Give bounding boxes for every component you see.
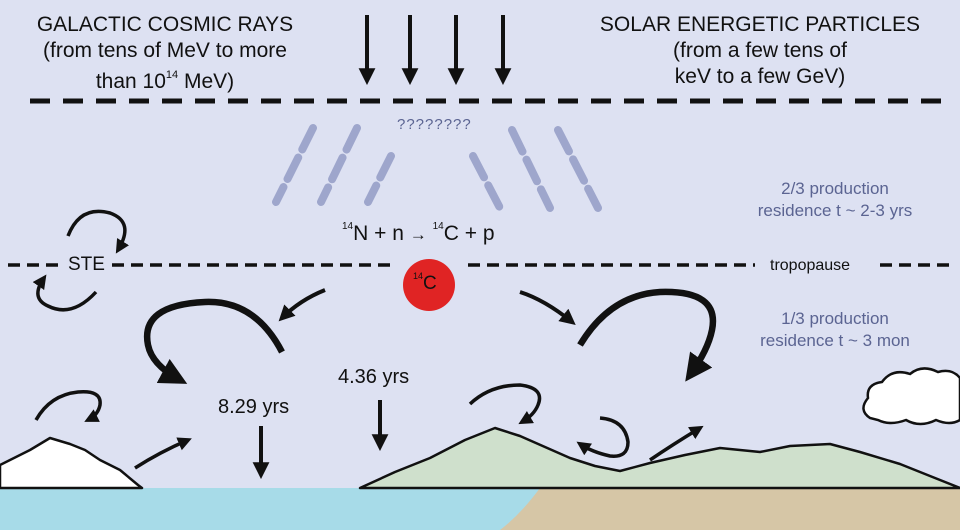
reaction-n-text: N + n <box>353 222 404 245</box>
left-header: GALACTIC COSMIC RAYS (from tens of MeV t… <box>10 12 320 95</box>
left-header-line1: GALACTIC COSMIC RAYS <box>36 13 294 36</box>
land <box>500 488 960 530</box>
snow-mountain <box>0 436 144 490</box>
ste-label: STE <box>68 254 105 275</box>
residence-label-left: 8.29 yrs <box>218 396 290 418</box>
left-header-line3: than 1014 MeV) <box>10 64 320 95</box>
loop-arrow-valley <box>576 416 630 458</box>
c14-circle <box>403 259 455 311</box>
ste-arrow-lower <box>32 274 98 312</box>
stratosphere-note-line1: 2/3 production <box>781 179 889 198</box>
question-marks: ???????? <box>397 116 472 133</box>
left-header-line3-suffix: MeV) <box>178 70 235 93</box>
c14-text: C <box>423 273 437 294</box>
residence-label-mid: 4.36 yrs <box>338 366 410 388</box>
reaction-arrow: → <box>409 225 427 244</box>
right-header: SOLAR ENERGETIC PARTICLES (from a few te… <box>580 12 940 90</box>
green-hills <box>358 426 960 490</box>
reaction-equation: 14N + n → 14C + p <box>342 221 495 246</box>
reaction-c-superscript: 14 <box>432 221 444 232</box>
stratosphere-note: 2/3 production residence t ~ 2-3 yrs <box>740 178 930 222</box>
ocean <box>0 488 560 530</box>
right-header-line1: SOLAR ENERGETIC PARTICLES <box>599 13 921 36</box>
circulation-arrow-right-small <box>519 290 576 326</box>
circulation-arrow-left-large <box>143 298 285 384</box>
left-header-line3-prefix: than 10 <box>95 70 166 93</box>
loop-arrow-snow <box>34 390 102 422</box>
tropopause-label: tropopause <box>770 257 851 274</box>
left-header-line2: (from tens of MeV to more <box>43 39 287 62</box>
circulation-arrow-right-large <box>577 288 717 382</box>
troposphere-note: 1/3 production residence t ~ 3 mon <box>740 308 930 352</box>
c14-label: 14C <box>413 270 437 295</box>
cosmic-ray-streaks <box>272 124 602 212</box>
right-header-line2: (from a few tens of <box>673 39 847 62</box>
stratosphere-note-line2: residence t ~ 2-3 yrs <box>757 201 913 220</box>
c14-superscript: 14 <box>413 270 424 281</box>
ste-arrow-upper <box>66 209 130 254</box>
circulation-arrow-left-small <box>278 288 326 322</box>
incoming-particle-arrows <box>358 15 512 86</box>
cloud <box>862 367 960 426</box>
upward-arrow-left <box>134 437 192 470</box>
reaction-n-superscript: 14 <box>342 221 354 232</box>
loop-arrow-hill <box>468 383 542 425</box>
left-header-line3-exponent: 14 <box>165 69 179 81</box>
upward-arrow-right <box>649 425 704 462</box>
troposphere-note-line2: residence t ~ 3 mon <box>760 331 910 350</box>
troposphere-note-line1: 1/3 production <box>781 309 889 328</box>
reaction-c-text: C + p <box>443 222 495 245</box>
right-header-line3: keV to a few GeV) <box>674 65 846 88</box>
